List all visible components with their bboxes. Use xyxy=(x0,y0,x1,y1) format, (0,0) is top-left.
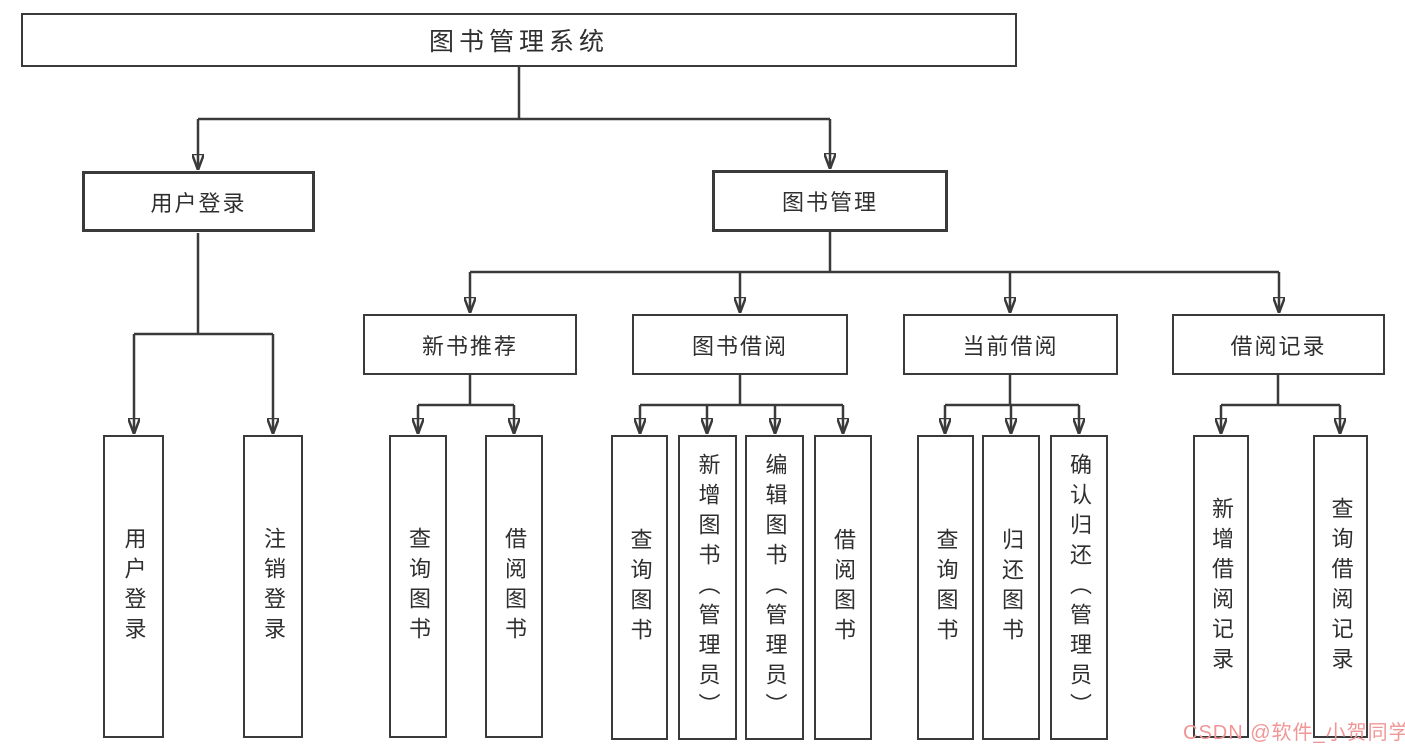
node-query-books-1: 查询图书 xyxy=(389,435,447,738)
node-add-book-admin: 新增图书（管理员） xyxy=(678,435,737,740)
node-return-books: 归还图书 xyxy=(982,435,1040,740)
node-current-borrowing: 当前借阅 xyxy=(903,314,1118,375)
node-borrow-books-2: 借阅图书 xyxy=(814,435,872,740)
node-edit-book-admin: 编辑图书（管理员） xyxy=(745,435,804,740)
node-confirm-return-admin: 确认归还（管理员） xyxy=(1050,435,1108,740)
csdn-watermark: CSDN @软件_小贺同学 xyxy=(1183,722,1405,744)
node-book-borrowing: 图书借阅 xyxy=(632,314,848,375)
node-add-borrow-record: 新增借阅记录 xyxy=(1193,435,1249,738)
node-borrow-books-1: 借阅图书 xyxy=(485,435,543,738)
node-query-books-3: 查询图书 xyxy=(917,435,974,740)
connector-backbone xyxy=(134,67,1340,407)
node-borrowing-records: 借阅记录 xyxy=(1172,314,1385,375)
node-library-management-system: 图书管理系统 xyxy=(21,13,1017,67)
node-user-login-leaf: 用户登录 xyxy=(103,435,164,738)
node-book-management: 图书管理 xyxy=(712,170,948,232)
node-user-login: 用户登录 xyxy=(82,171,315,232)
node-query-borrow-record: 查询借阅记录 xyxy=(1313,435,1368,738)
node-new-book-recommendation: 新书推荐 xyxy=(363,314,577,375)
node-query-books-2: 查询图书 xyxy=(611,435,668,740)
node-logout-leaf: 注销登录 xyxy=(243,435,303,738)
